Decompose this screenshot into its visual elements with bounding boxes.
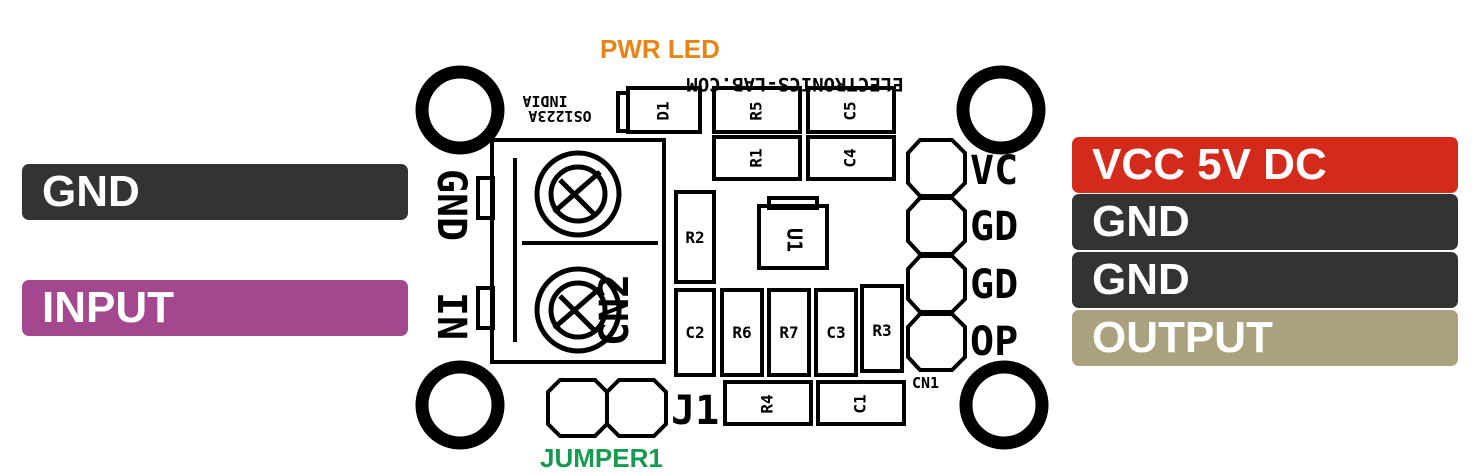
- input-label: INPUT: [22, 280, 408, 336]
- r4-outline: [723, 380, 813, 426]
- country-silkscreen: INDIA: [522, 92, 567, 110]
- cn1-pin-op: [906, 312, 967, 372]
- j1-pin-1: [546, 378, 609, 438]
- mounting-hole-bottom-left: [415, 360, 505, 450]
- r6-label: R6: [732, 323, 751, 342]
- r2-outline: [674, 190, 716, 284]
- pin-op-silkscreen: OP: [970, 319, 1018, 365]
- vcc-label: VCC 5V DC: [1072, 137, 1458, 193]
- r1-label: R1: [747, 148, 766, 167]
- r6-outline: [720, 288, 764, 377]
- jumper1-note: JUMPER1: [540, 443, 663, 473]
- r5-outline: [712, 86, 802, 134]
- output-label: OUTPUT: [1072, 310, 1458, 366]
- c5-outline: [806, 86, 896, 134]
- c1-label: C1: [851, 394, 870, 413]
- d1-label: D1: [654, 101, 673, 120]
- c3-label: C3: [826, 323, 845, 342]
- cn1-pin-gd2: [906, 254, 967, 314]
- j1-silkscreen: J1: [671, 388, 719, 434]
- cn1-pin-vc: [906, 138, 967, 198]
- c4-outline: [806, 135, 896, 181]
- mounting-hole-top-left: [415, 65, 505, 155]
- screw-terminal-bottom: [534, 266, 622, 354]
- cn2-in-silkscreen: IN: [428, 292, 474, 340]
- c3-outline: [814, 288, 858, 377]
- r4-label: R4: [758, 394, 777, 413]
- gnd-left-label: GND: [22, 164, 408, 220]
- cn1-pin-gd1: [906, 196, 967, 256]
- c4-label: C4: [841, 148, 860, 167]
- r7-outline: [767, 288, 811, 377]
- screw-terminal-top: [534, 150, 622, 238]
- j1-pin-2: [605, 378, 668, 438]
- gnd-right-label-2: GND: [1072, 252, 1458, 308]
- c5-label: C5: [841, 101, 860, 120]
- mounting-hole-top-right: [956, 65, 1046, 155]
- gnd-right-label-1: GND: [1072, 194, 1458, 250]
- mounting-hole-bottom-right: [959, 360, 1049, 450]
- pin-gd1-silkscreen: GD: [970, 204, 1018, 250]
- website-silkscreen: ELECTRONICS-LAB.COM: [686, 73, 903, 95]
- pwr-led-note: PWR LED: [600, 34, 720, 64]
- cn1-silkscreen: CN1: [912, 374, 939, 392]
- r1-outline: [712, 135, 802, 181]
- r2-label: R2: [685, 228, 704, 247]
- c1-outline: [816, 380, 906, 426]
- c2-label: C2: [685, 323, 704, 342]
- cn2-silkscreen: CN2: [592, 274, 638, 346]
- cn2-terminal-block: [490, 138, 666, 364]
- cn2-gnd-silkscreen: GND: [428, 169, 474, 241]
- u1-label: U1: [783, 228, 807, 252]
- pin-gd2-silkscreen: GD: [970, 262, 1018, 308]
- code-silkscreen: OS1223A: [528, 107, 591, 125]
- r3-label: R3: [872, 321, 891, 340]
- r5-label: R5: [747, 101, 766, 120]
- r7-label: R7: [779, 323, 798, 342]
- pin-vc-silkscreen: VC: [970, 148, 1018, 194]
- r3-outline: [860, 284, 904, 373]
- c2-outline: [674, 288, 716, 377]
- d1-outline: [626, 86, 702, 134]
